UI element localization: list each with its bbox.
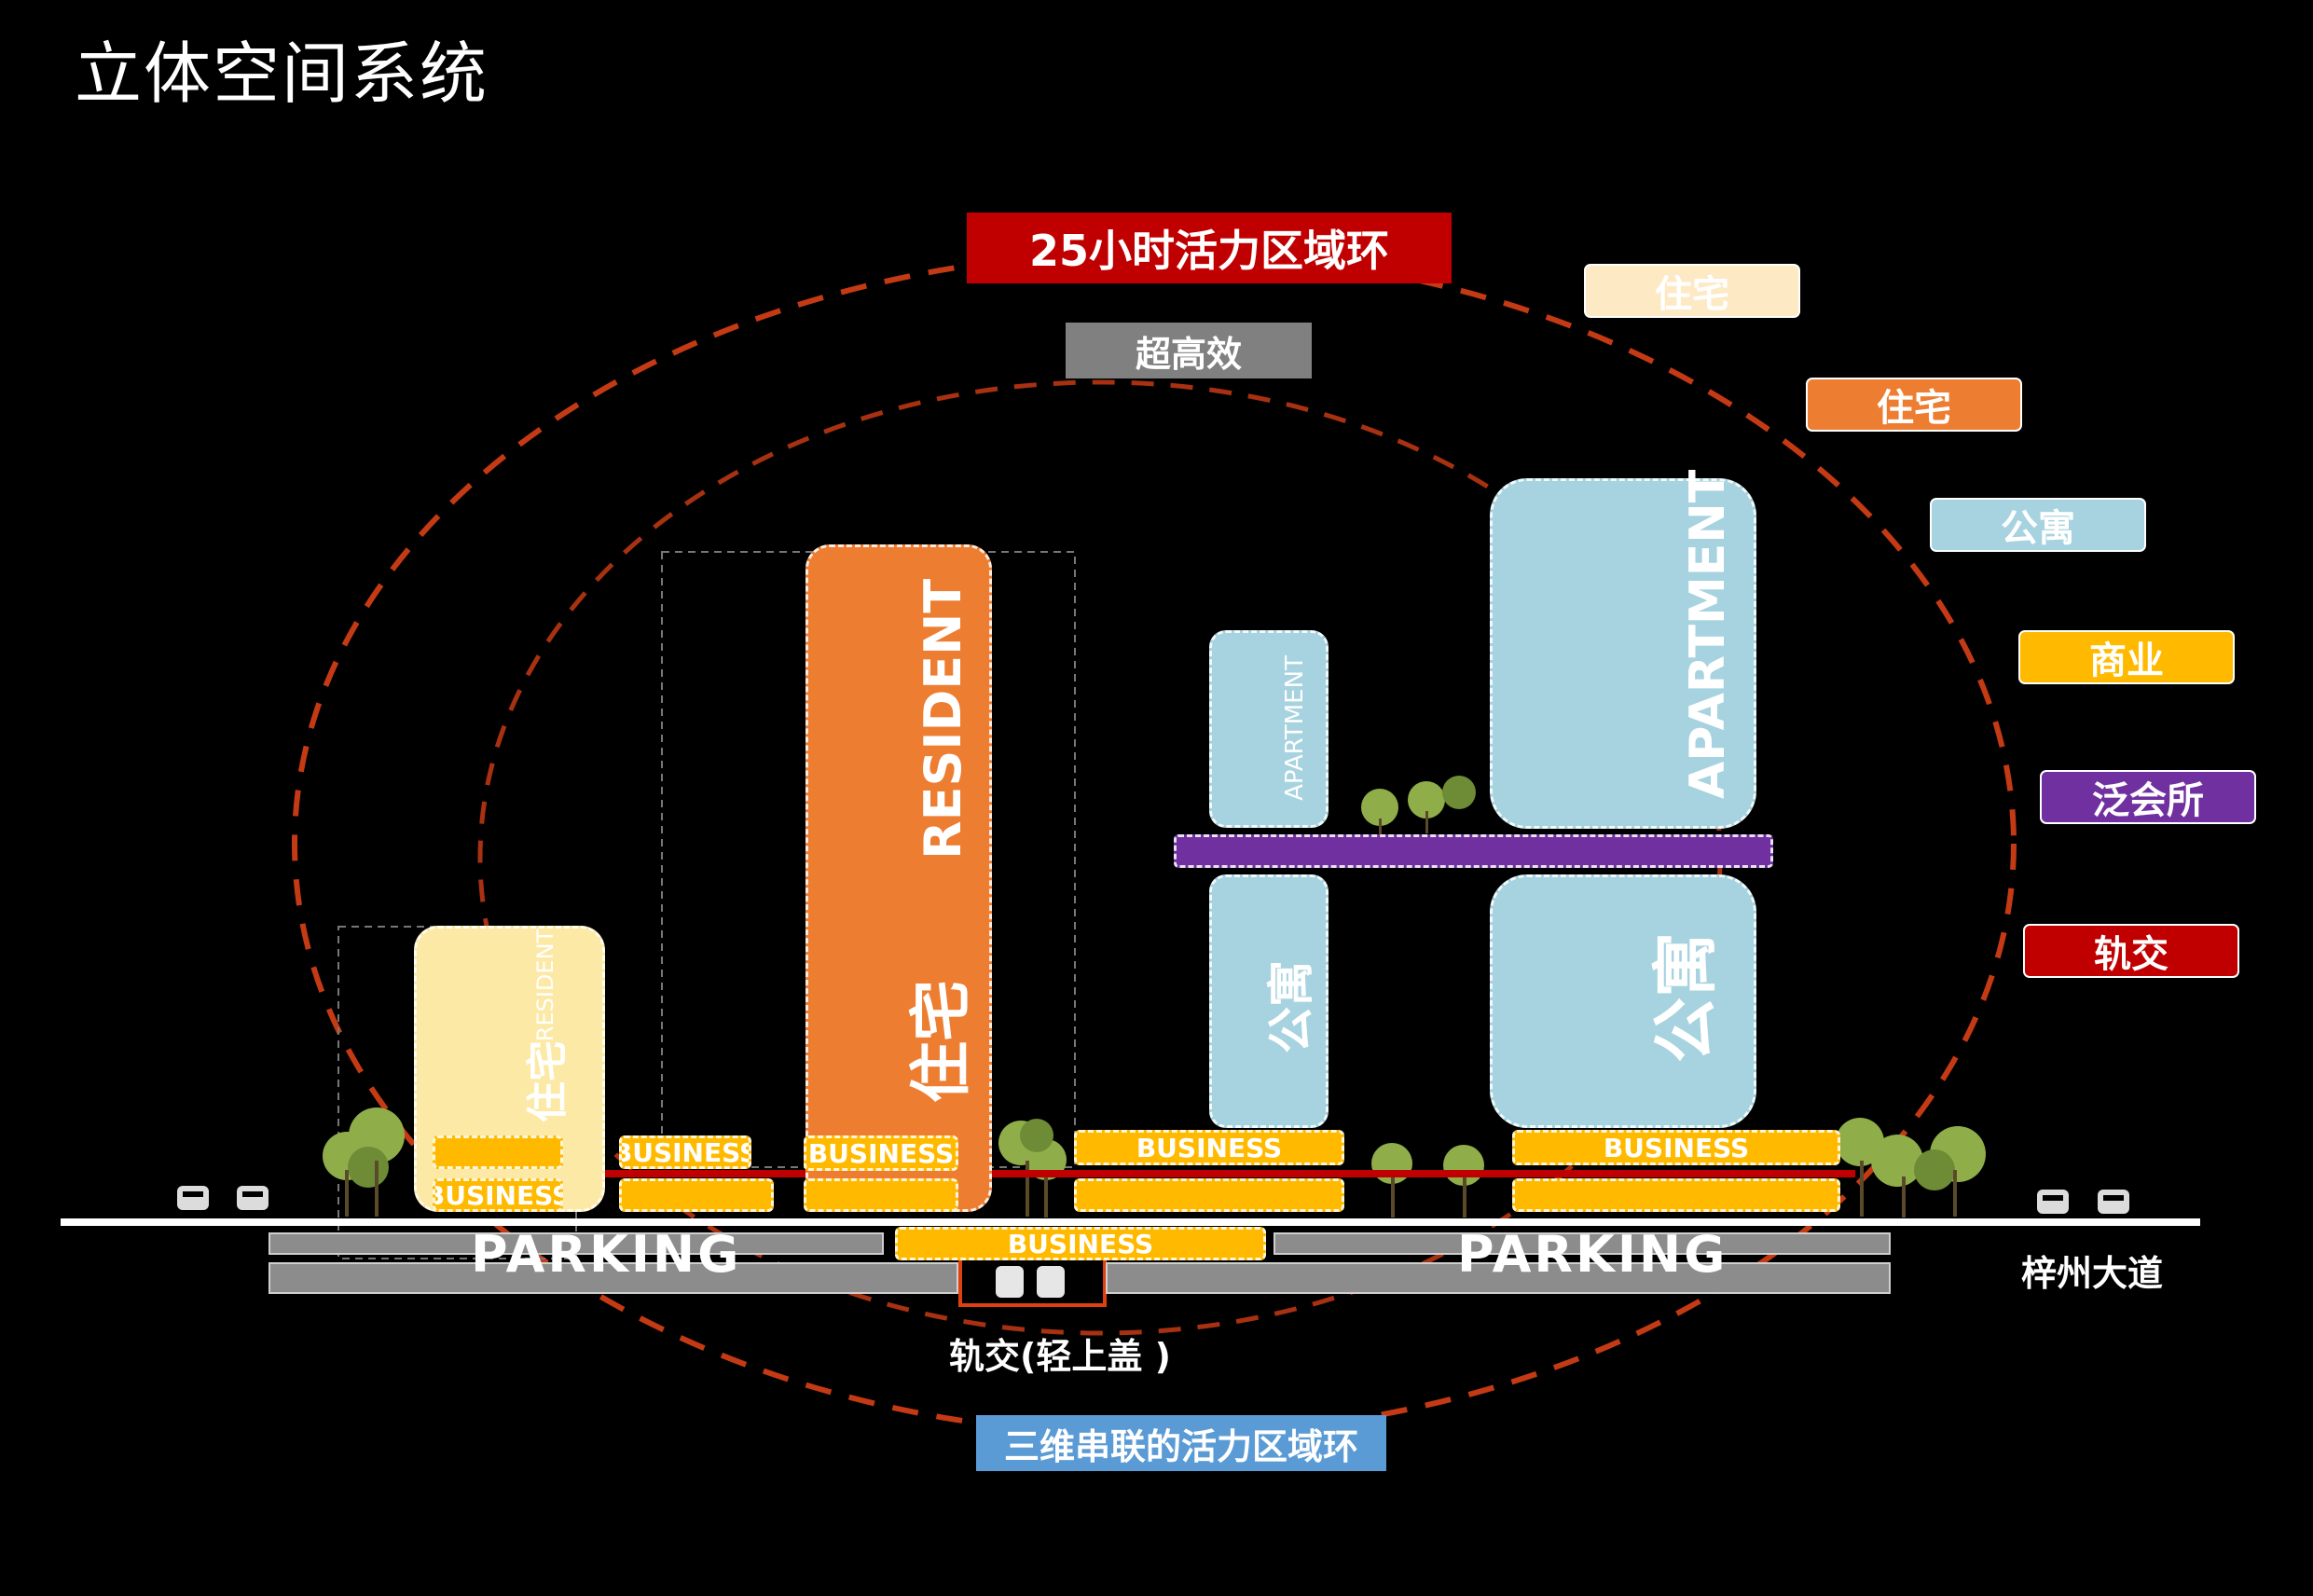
business-bar: BUSINESS — [433, 1178, 563, 1212]
business-bar: BUSINESS — [1512, 1130, 1840, 1165]
business-bar — [433, 1135, 563, 1169]
resident-small-cn: 住宅 — [524, 1040, 571, 1122]
business-bar — [619, 1178, 774, 1212]
apartment-large-en: APARTMENT — [1680, 469, 1736, 799]
legend-metro: 轨交 — [2023, 924, 2239, 978]
outer-ring-tag: 25小时活力区域环 — [967, 213, 1452, 283]
parking-right-lower — [1106, 1262, 1891, 1294]
inner-ring-tag: 超高效 — [1066, 323, 1312, 378]
frame-center — [661, 551, 1076, 1168]
business-bar — [804, 1178, 958, 1212]
road-label: 梓州大道 — [2021, 1253, 2164, 1294]
train-icon — [996, 1266, 1065, 1298]
apartment-large-lower — [1490, 874, 1756, 1128]
resident-tall-en: RESIDENT — [914, 578, 972, 860]
bottom-ring-tag: 三维串联的活力区域环 — [976, 1415, 1386, 1471]
tree-icon — [1836, 1118, 1986, 1218]
apartment-small-cn: 公寓 — [1264, 960, 1318, 1053]
business-bar — [1074, 1178, 1344, 1212]
legend-resident-light: 住宅 — [1584, 264, 1800, 318]
tree-icon — [1361, 776, 1476, 837]
legend-resident: 住宅 — [1806, 378, 2022, 432]
metro-station — [958, 1255, 1107, 1307]
apartment-large-upper — [1490, 478, 1756, 829]
metro-line — [429, 1170, 1855, 1177]
legend-apartment: 公寓 — [1930, 498, 2146, 552]
parking-left-lower — [268, 1262, 958, 1294]
ground-line — [61, 1218, 2200, 1226]
metro-label: 轨交(轻上盖 ) — [949, 1336, 1171, 1377]
parking-right-upper — [1274, 1232, 1891, 1255]
legend-clubhouse: 泛会所 — [2040, 770, 2256, 824]
business-bar: BUSINESS — [619, 1135, 751, 1169]
parking-label-left: PARKING — [471, 1225, 742, 1284]
business-bar: BUSINESS — [895, 1227, 1266, 1260]
apartment-small-en: APARTMENT — [1281, 655, 1309, 801]
parking-left-upper — [268, 1232, 884, 1255]
tree-icon — [1371, 1143, 1484, 1218]
apartment-small-upper — [1209, 630, 1329, 828]
resident-tall-building — [805, 544, 992, 1212]
resident-tall-cn: 住宅 — [905, 980, 977, 1103]
business-bar: BUSINESS — [804, 1135, 958, 1171]
apartment-small-lower — [1209, 874, 1329, 1128]
tree-icon — [323, 1108, 405, 1217]
clubhouse-bar — [1174, 834, 1773, 868]
business-bar — [1512, 1178, 1840, 1212]
parking-label-right: PARKING — [1457, 1225, 1728, 1284]
business-bar: BUSINESS — [1074, 1130, 1344, 1165]
tree-icon — [998, 1119, 1067, 1218]
apartment-large-cn: 公寓 — [1647, 932, 1724, 1063]
legend-business: 商业 — [2018, 630, 2235, 684]
page-title: 立体空间系统 — [75, 34, 489, 113]
